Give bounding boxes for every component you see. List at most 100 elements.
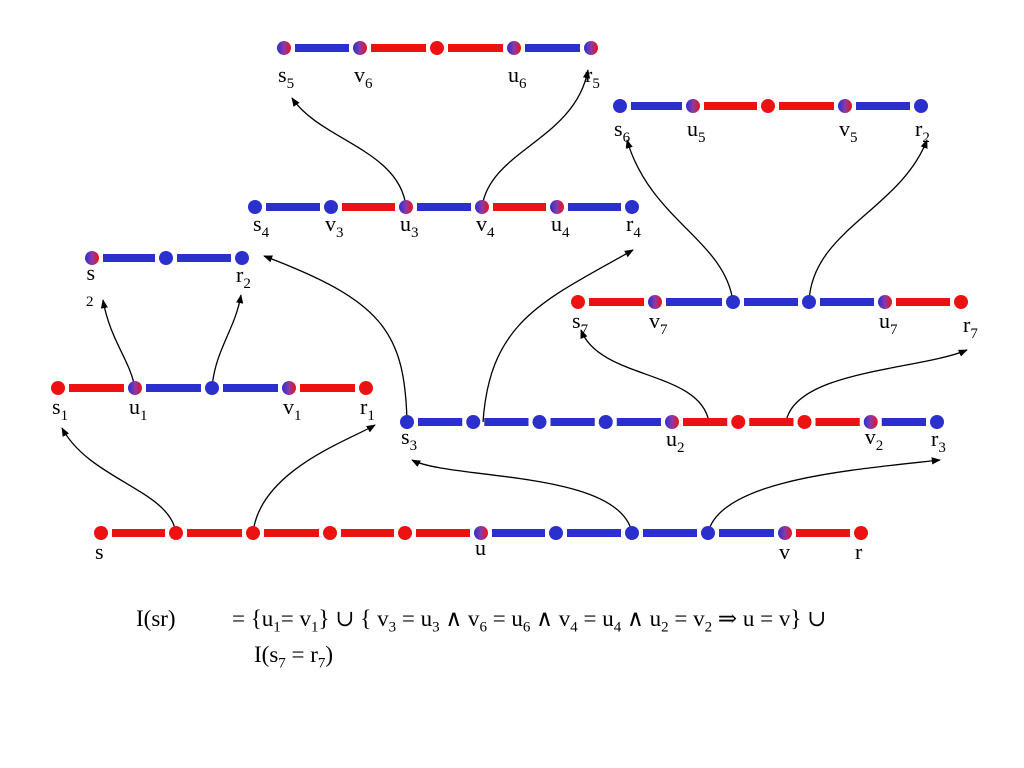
chain-s7-r7-label-5: r7	[963, 312, 978, 342]
chain-s6-r2	[613, 99, 928, 113]
chain-s3-r3-edge-3	[616, 418, 661, 426]
chain-s4-r4-edge-4	[568, 203, 621, 211]
chain-s2-r2	[85, 251, 249, 265]
chain-s6-r2-node-4	[914, 99, 928, 113]
chain-s1-r1-label-0: s1	[52, 394, 68, 424]
arrow-3	[808, 139, 928, 303]
chain-s5-r5-edge-3	[525, 44, 580, 52]
chain-s3-r3-node-0	[400, 415, 414, 429]
chain-s1-r1-node-4	[359, 381, 373, 395]
chain-s-r-edge-4	[416, 529, 470, 537]
chain-s3-r3-label-7: v2	[865, 424, 884, 454]
chain-s2-r2-label-2: r2	[236, 262, 251, 292]
chain-s6-r2-label-3: v5	[839, 116, 858, 146]
chain-s7-r7-node-4	[878, 295, 892, 309]
chain-s6-r2-label-0: s6	[614, 116, 631, 146]
chain-s3-r3-edge-5	[749, 418, 794, 426]
chain-s4-r4	[248, 200, 639, 214]
chain-s5-r5-edge-1	[371, 44, 426, 52]
arrow-9	[252, 424, 376, 534]
chain-s3-r3-node-3	[598, 415, 613, 429]
chain-s-r-edge-6	[567, 529, 621, 537]
chain-s5-r5-label-4: r5	[585, 62, 600, 92]
chain-s-r-label-9: v	[779, 539, 790, 564]
arrow-12	[411, 459, 633, 534]
chain-s4-r4-node-1	[324, 200, 338, 214]
chain-s4-r4-node-5	[625, 200, 639, 214]
chain-s1-r1-label-3: v1	[283, 394, 302, 424]
chain-s-r-node-1	[169, 526, 183, 540]
chain-s-r-edge-9	[796, 529, 850, 537]
arrow-0	[291, 97, 407, 208]
chain-s4-r4-edge-2	[417, 203, 471, 211]
chain-s1-r1-node-2	[205, 381, 219, 395]
chain-s5-r5-node-0	[277, 41, 291, 55]
formula-line1-lhs: I(sr)	[136, 606, 176, 631]
chain-s-r-edge-1	[187, 529, 242, 537]
chain-s6-r2-edge-2	[779, 102, 834, 110]
chain-s7-r7-edge-2	[744, 298, 798, 306]
chain-s-r-edge-8	[719, 529, 774, 537]
chain-s4-r4-node-3	[475, 200, 489, 214]
chain-s6-r2-label-4: r2	[915, 116, 930, 146]
chain-s6-r2-edge-0	[631, 102, 682, 110]
chain-s3-r3-edge-6	[815, 418, 860, 426]
chain-s1-r1-label-1: u1	[129, 394, 148, 424]
chain-s3-r3-label-4: u2	[666, 426, 685, 456]
arrow-7	[785, 349, 968, 423]
chain-s2-r2-edge-1	[177, 254, 231, 262]
chain-s-r-node-7	[625, 526, 639, 540]
chain-s-r-node-3	[323, 526, 337, 540]
chain-s3-r3-edge-4	[683, 418, 728, 426]
chain-s7-r7-edge-4	[896, 298, 950, 306]
chain-s3-r3-node-2	[532, 415, 547, 429]
chain-s2-r2-node-0	[85, 251, 99, 265]
chain-s-r-edge-3	[341, 529, 394, 537]
chain-s3-r3-label-8: r3	[931, 426, 946, 456]
chain-s1-r1-label-4: r1	[360, 394, 375, 424]
chain-s2-r2-node-2	[235, 251, 249, 265]
arrow-8	[61, 427, 177, 534]
chain-s1-r1-edge-0	[69, 384, 124, 392]
chain-s4-r4-node-2	[399, 200, 413, 214]
formula-line1-rhs: = {u1= v1} ∪ { v3 = u3 ∧ v6 = u6 ∧ v4 = …	[232, 606, 827, 636]
chain-s4-r4-label-1: v3	[325, 211, 344, 241]
chain-s7-r7-edge-0	[589, 298, 644, 306]
chain-s-r-node-10	[854, 526, 868, 540]
chain-s6-r2-edge-1	[704, 102, 757, 110]
chain-s-r-node-9	[778, 526, 792, 540]
chain-s1-r1-node-3	[282, 381, 296, 395]
chain-s5-r5-edge-2	[448, 44, 503, 52]
chain-s-r-edge-2	[264, 529, 319, 537]
chain-s7-r7-node-0	[571, 295, 585, 309]
chain-s3-r3-node-6	[797, 415, 812, 429]
chain-s-r	[94, 526, 868, 540]
chain-s5-r5-node-1	[353, 41, 367, 55]
arrow-10	[263, 255, 408, 423]
chain-s3-r3	[400, 415, 944, 429]
chain-s1-r1-edge-3	[300, 384, 355, 392]
chain-s3-r3-node-7	[863, 415, 878, 429]
chain-s4-r4-node-0	[248, 200, 262, 214]
chain-s1-r1-node-1	[128, 381, 142, 395]
chain-s5-r5-node-3	[507, 41, 521, 55]
chain-s3-r3-edge-1	[484, 418, 529, 426]
chain-s7-r7-label-4: u7	[879, 308, 898, 338]
chain-s5-r5-edge-0	[295, 44, 349, 52]
chain-s7-r7-node-1	[648, 295, 662, 309]
chain-s7-r7-edge-3	[820, 298, 874, 306]
arrow-4	[100, 299, 136, 389]
chain-s7-r7-label-1: v7	[649, 308, 668, 338]
chain-s4-r4-edge-1	[342, 203, 395, 211]
chain-s3-r3-node-8	[930, 415, 944, 429]
chain-s4-r4-label-5: r4	[626, 211, 641, 241]
chain-s3-r3-edge-2	[550, 418, 595, 426]
chain-s4-r4-edge-3	[493, 203, 546, 211]
chain-s6-r2-node-1	[686, 99, 700, 113]
chains	[51, 41, 968, 540]
chain-s-r-node-5	[474, 526, 488, 540]
arrow-1	[481, 69, 591, 208]
